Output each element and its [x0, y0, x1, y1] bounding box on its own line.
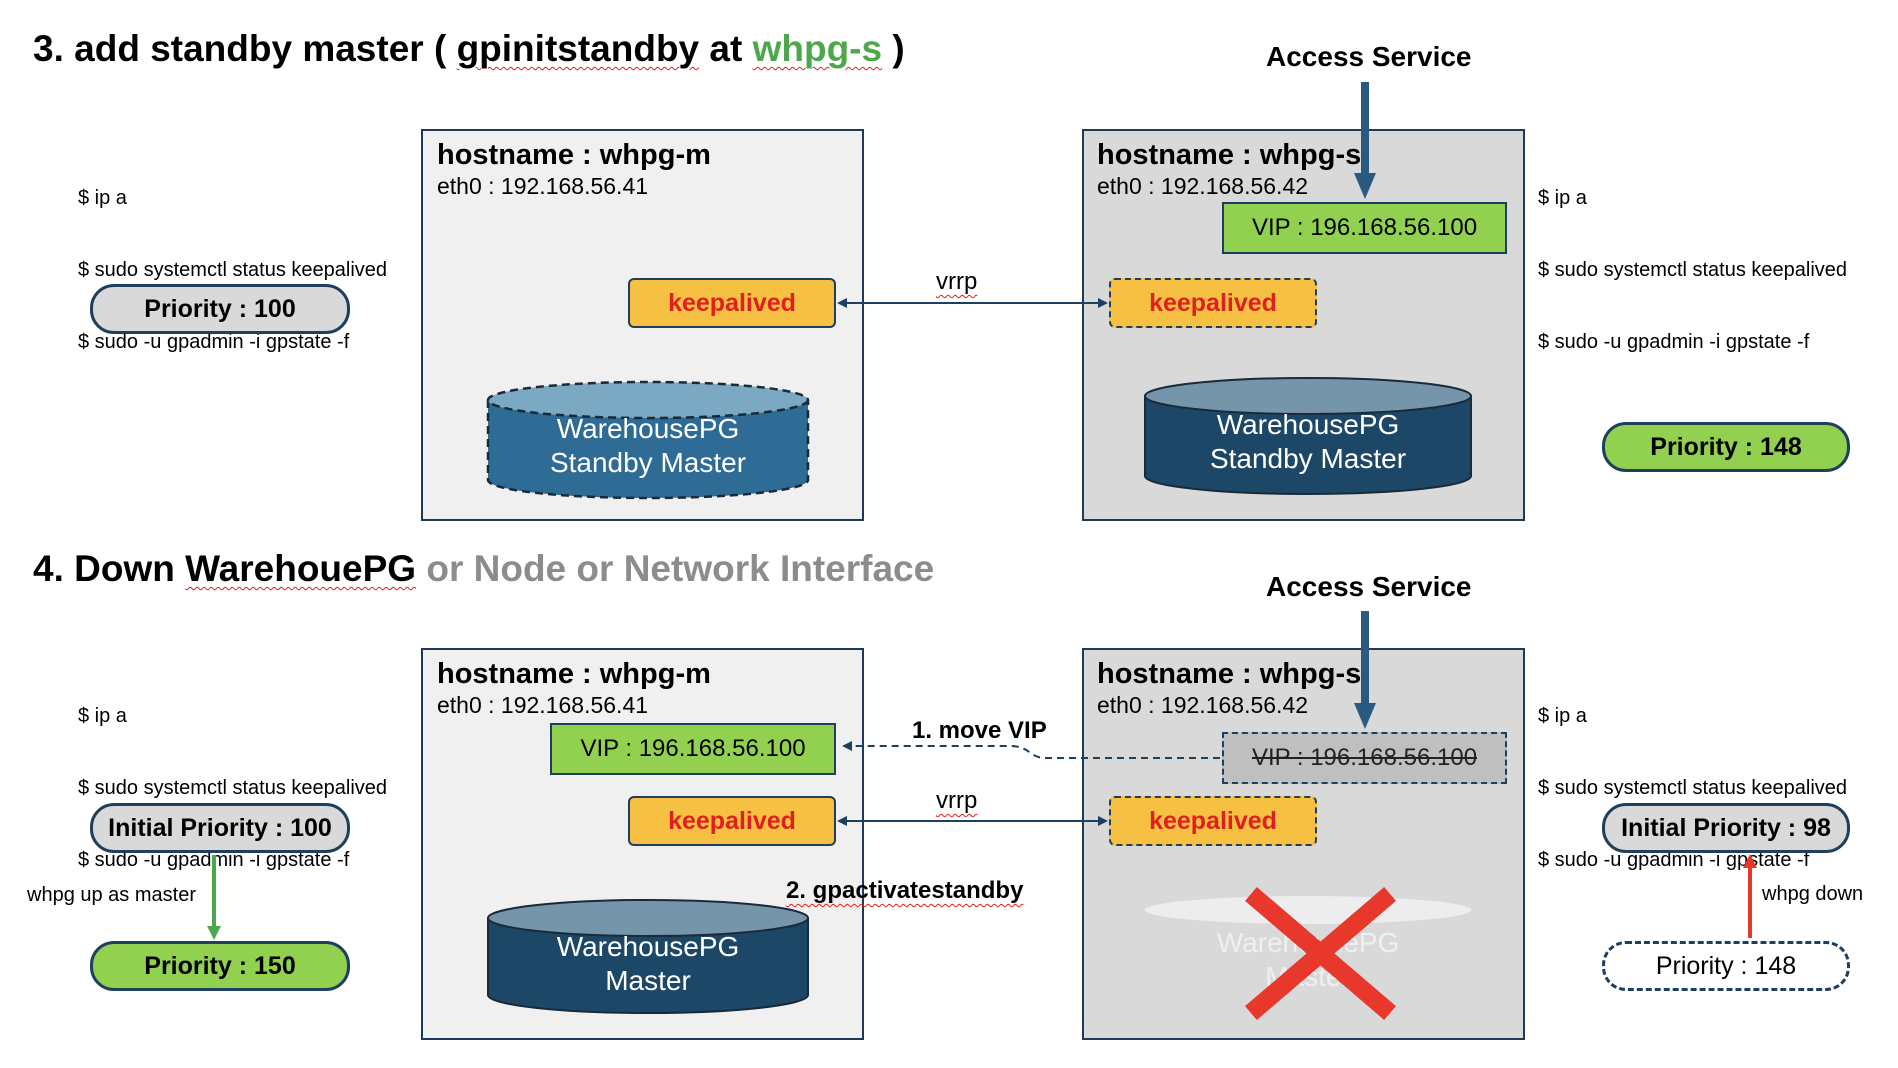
left-initial-priority: Initial Priority : 100 [90, 803, 350, 853]
access-service-label-top: Access Service [1266, 41, 1472, 72]
cmd-line: $ ip a [1538, 187, 1587, 209]
keepalived-box: keepalived [1109, 278, 1317, 328]
right-commands-bottom: $ ip a $ sudo systemctl status keepalive… [1538, 656, 1847, 896]
section4-title-prefix: 4. Down [33, 548, 186, 589]
db-label-master-s-faded: WarehousePG Master [1143, 926, 1473, 994]
section3-title-suffix: ) [882, 28, 905, 69]
eth0-label: eth0 : 192.168.56.41 [437, 173, 649, 199]
gpactivatestandby-label: 2. gpactivatestandby [786, 877, 1023, 905]
left-commands-bottom: $ ip a $ sudo systemctl status keepalive… [78, 656, 387, 896]
section4-title: 4. Down WarehouePG or Node or Network In… [33, 548, 934, 590]
right-final-priority: Priority : 148 [1602, 941, 1850, 991]
move-vip-label: 1. move VIP [912, 717, 1047, 744]
section4-title-name: WarehouePG [185, 548, 417, 589]
section3-title: 3. add standby master ( gpinitstandby at… [33, 28, 905, 70]
keepalived-box: keepalived [628, 796, 836, 846]
cmd-line: $ sudo -u gpadmin -i gpstate -f [78, 849, 350, 871]
db-label-line2: Standby Master [1209, 443, 1407, 474]
cmd-line: $ sudo systemctl status keepalived [78, 259, 388, 281]
eth0-label: eth0 : 192.168.56.41 [437, 692, 649, 718]
vip-box: VIP : 196.168.56.100 [550, 723, 836, 775]
vip-box-removed: VIP : 196.168.56.100 [1222, 732, 1507, 784]
db-label-line2: Master [1265, 961, 1351, 992]
left-commands-top: $ ip a $ sudo systemctl status keepalive… [78, 138, 387, 378]
keepalived-box: keepalived [1109, 796, 1317, 846]
right-transition-label: whpg down [1762, 883, 1864, 905]
db-label-line1: WarehousePG [556, 413, 740, 444]
cmd-line: $ sudo systemctl status keepalived [1538, 259, 1848, 281]
vrrp-label: vrrp [936, 787, 977, 815]
right-priority-top: Priority : 148 [1602, 422, 1850, 472]
db-label-line1: WarehousePG [1216, 927, 1400, 958]
cmd-line: $ sudo systemctl status keepalived [1538, 777, 1848, 799]
access-service-label-bottom: Access Service [1266, 571, 1472, 602]
right-commands-top: $ ip a $ sudo systemctl status keepalive… [1538, 138, 1847, 378]
db-label-line2: Standby Master [549, 447, 747, 478]
section3-title-host: whpg-s [752, 28, 883, 69]
db-cylinder-master-s-faded [1145, 896, 1471, 924]
hostname-label: hostname : whpg-s [1097, 139, 1362, 171]
db-cylinder-master-m [487, 899, 809, 1014]
db-cylinder-standby-s [1144, 377, 1472, 495]
left-transition-label: whpg up as master [27, 884, 196, 906]
section3-title-at: at [699, 28, 753, 69]
section4-title-rest: or Node or Network Interface [416, 548, 935, 589]
cmd-line: $ sudo -u gpadmin -i gpstate -f [1538, 849, 1810, 871]
cmd-line: $ ip a [78, 187, 127, 209]
vip-box: VIP : 196.168.56.100 [1222, 202, 1507, 254]
gpactivatestandby-text: 2. gpactivatestandby [786, 877, 1024, 904]
vrrp-text: vrrp [936, 268, 978, 295]
vrrp-text: vrrp [936, 787, 978, 814]
db-label-line1: WarehousePG [1216, 409, 1400, 440]
hostname-label: hostname : whpg-m [437, 658, 711, 690]
eth0-label: eth0 : 192.168.56.42 [1097, 692, 1309, 718]
cmd-line: $ ip a [1538, 705, 1587, 727]
left-priority-top: Priority : 100 [90, 284, 350, 334]
db-label-standby-m: WarehousePG Standby Master [483, 412, 813, 480]
cmd-line: $ sudo -u gpadmin -i gpstate -f [1538, 331, 1810, 353]
cmd-line: $ ip a [78, 705, 127, 727]
keepalived-box: keepalived [628, 278, 836, 328]
vrrp-label: vrrp [936, 268, 977, 296]
db-label-standby-s: WarehousePG Standby Master [1143, 408, 1473, 476]
cmd-line: $ sudo systemctl status keepalived [78, 777, 388, 799]
section3-title-cmd: gpinitstandby [456, 28, 700, 69]
right-initial-priority: Initial Priority : 98 [1602, 803, 1850, 853]
db-label-master-m: WarehousePG Master [483, 930, 813, 998]
section3-title-prefix: 3. add standby master ( [33, 28, 457, 69]
left-final-priority: Priority : 150 [90, 941, 350, 991]
db-cylinder-standby-m [486, 380, 810, 500]
db-label-line2: Master [605, 965, 691, 996]
eth0-label: eth0 : 192.168.56.42 [1097, 173, 1309, 199]
cmd-line: $ sudo -u gpadmin -i gpstate -f [78, 331, 350, 353]
hostname-label: hostname : whpg-m [437, 139, 711, 171]
move-vip-arrow [842, 741, 1220, 759]
db-label-line1: WarehousePG [556, 931, 740, 962]
hostname-label: hostname : whpg-s [1097, 658, 1362, 690]
